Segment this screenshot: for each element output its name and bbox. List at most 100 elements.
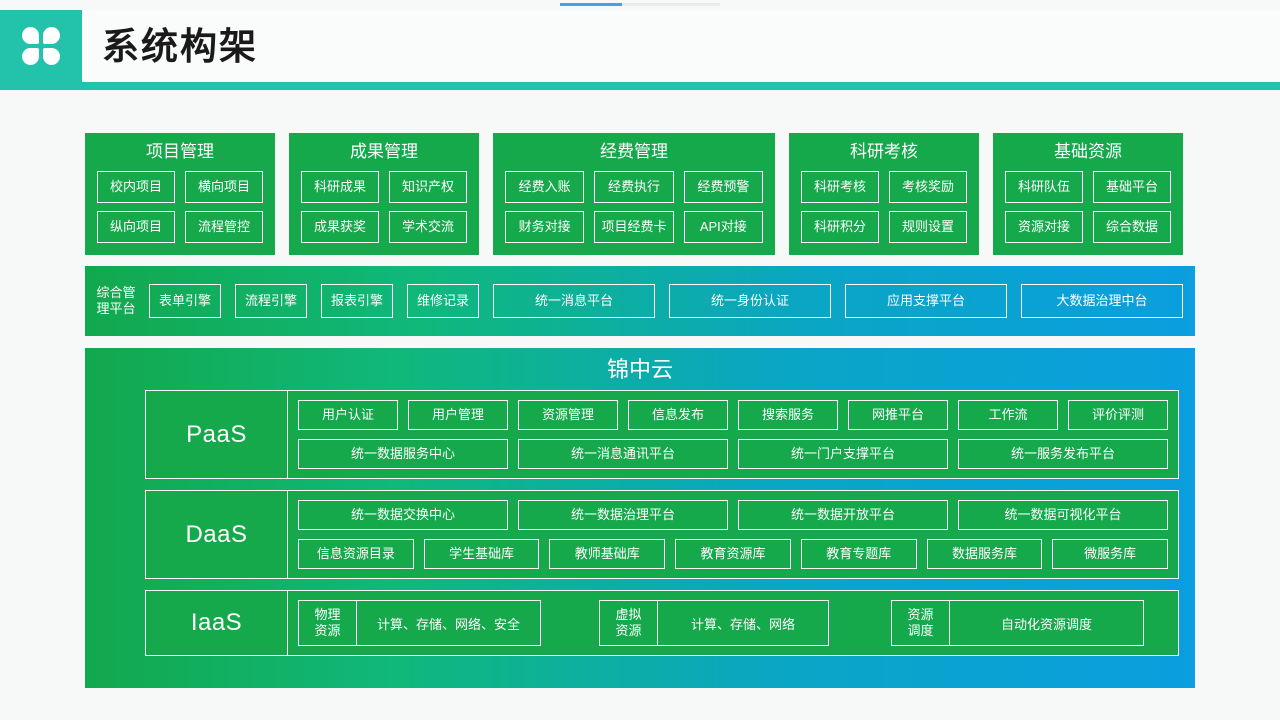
tier-paas-label: PaaS xyxy=(146,391,288,478)
domain-card: 科研考核科研考核考核奖励科研积分规则设置 xyxy=(789,133,979,255)
tier-daas-row-2: 信息资源目录学生基础库教师基础库教育资源库教育专题库数据服务库微服务库 xyxy=(298,539,1169,569)
domain-module-chip[interactable]: 经费入账 xyxy=(505,171,585,203)
daas-repository-chip[interactable]: 教育专题库 xyxy=(800,539,917,569)
domain-module-chip[interactable]: 横向项目 xyxy=(185,171,263,203)
domain-module-chip[interactable]: 成果获奖 xyxy=(301,211,379,243)
paas-service-chip[interactable]: 用户认证 xyxy=(298,400,398,430)
paas-service-chip[interactable]: 用户管理 xyxy=(408,400,508,430)
domain-card-title: 科研考核 xyxy=(850,142,918,161)
daas-repository-chip[interactable]: 数据服务库 xyxy=(926,539,1043,569)
cloud-platform-title: 锦中云 xyxy=(606,357,673,382)
domain-module-chip[interactable]: 纵向项目 xyxy=(97,211,175,243)
logo-badge xyxy=(0,10,82,82)
domain-module-chip[interactable]: 科研积分 xyxy=(801,211,879,243)
domain-card-row-group: 资源对接综合数据 xyxy=(1005,211,1171,243)
tier-daas-label: DaaS xyxy=(146,491,288,578)
daas-repository-chip[interactable]: 教师基础库 xyxy=(549,539,666,569)
integrated-management-chips: 表单引擎流程引擎报表引擎维修记录统一消息平台统一身份认证应用支撑平台大数据治理中… xyxy=(149,284,1183,318)
iaas-resource-group[interactable]: 资源 调度自动化资源调度 xyxy=(891,600,1144,646)
domain-card-title: 基础资源 xyxy=(1054,142,1122,161)
paas-platform-chip[interactable]: 统一服务发布平台 xyxy=(958,439,1168,469)
iaas-resource-group[interactable]: 物理 资源计算、存储、网络、安全 xyxy=(298,600,541,646)
management-platform-chip[interactable]: 表单引擎 xyxy=(149,284,221,318)
page-title: 系统构架 xyxy=(102,25,258,67)
domain-module-chip[interactable]: API对接 xyxy=(683,211,763,243)
integrated-management-label: 综合管理平台 xyxy=(96,284,136,316)
tier-daas: DaaS 统一数据交换中心统一数据治理平台统一数据开放平台统一数据可视化平台 信… xyxy=(145,490,1179,579)
paas-platform-chip[interactable]: 统一消息通讯平台 xyxy=(518,439,728,469)
domain-module-chip[interactable]: 科研成果 xyxy=(301,171,379,203)
paas-service-chip[interactable]: 评价评测 xyxy=(1068,400,1168,430)
domain-card-row-group: 科研考核考核奖励 xyxy=(801,171,967,203)
tier-daas-row-1: 统一数据交换中心统一数据治理平台统一数据开放平台统一数据可视化平台 xyxy=(298,500,1168,530)
management-platform-chip[interactable]: 报表引擎 xyxy=(321,284,393,318)
top-progress-fill xyxy=(560,3,622,6)
paas-service-chip[interactable]: 信息发布 xyxy=(628,400,728,430)
daas-platform-chip[interactable]: 统一数据可视化平台 xyxy=(958,500,1168,530)
domain-module-chip[interactable]: 基础平台 xyxy=(1093,171,1171,203)
domain-module-chip[interactable]: 经费预警 xyxy=(683,171,763,203)
management-platform-chip[interactable]: 统一身份认证 xyxy=(669,284,831,318)
page-header: 系统构架 xyxy=(0,10,1280,82)
daas-platform-chip[interactable]: 统一数据开放平台 xyxy=(738,500,948,530)
tier-iaas-label: IaaS xyxy=(146,591,288,655)
management-platform-chip[interactable]: 大数据治理中台 xyxy=(1021,284,1183,318)
domain-module-chip[interactable]: 经费执行 xyxy=(594,171,674,203)
paas-service-chip[interactable]: 搜索服务 xyxy=(738,400,838,430)
domain-card-grid: 科研成果知识产权成果获奖学术交流 xyxy=(301,171,467,243)
daas-platform-chip[interactable]: 统一数据交换中心 xyxy=(298,500,508,530)
daas-platform-chip[interactable]: 统一数据治理平台 xyxy=(518,500,728,530)
daas-repository-chip[interactable]: 信息资源目录 xyxy=(298,539,414,569)
management-platform-chip[interactable]: 统一消息平台 xyxy=(493,284,655,318)
domain-module-chip[interactable]: 流程管控 xyxy=(185,211,263,243)
daas-repository-chip[interactable]: 微服务库 xyxy=(1052,539,1169,569)
clover-icon xyxy=(22,27,60,65)
domain-module-chip[interactable]: 学术交流 xyxy=(389,211,467,243)
domain-module-chip[interactable]: 项目经费卡 xyxy=(594,211,674,243)
tier-iaas-body: 物理 资源计算、存储、网络、安全 虚拟 资源计算、存储、网络 资源 调度自动化资源调… xyxy=(288,591,1178,655)
management-platform-chip[interactable]: 流程引擎 xyxy=(235,284,307,318)
iaas-resource-key: 虚拟 资源 xyxy=(600,601,658,645)
paas-service-chip[interactable]: 资源管理 xyxy=(518,400,618,430)
tier-paas-row-1: 用户认证用户管理资源管理信息发布搜索服务网推平台工作流评价评测 xyxy=(298,400,1168,430)
domain-module-chip[interactable]: 科研考核 xyxy=(801,171,879,203)
domain-module-chip[interactable]: 综合数据 xyxy=(1093,211,1171,243)
domain-module-chip[interactable]: 规则设置 xyxy=(889,211,967,243)
domain-card-grid: 科研考核考核奖励科研积分规则设置 xyxy=(801,171,967,243)
daas-repository-chip[interactable]: 教育资源库 xyxy=(675,539,791,569)
domain-card-row-group: 经费入账经费执行经费预警 xyxy=(505,171,763,203)
domain-card-row-group: 成果获奖学术交流 xyxy=(301,211,467,243)
domain-module-chip[interactable]: 财务对接 xyxy=(505,211,585,243)
cloud-tier-list: PaaS 用户认证用户管理资源管理信息发布搜索服务网推平台工作流评价评测 统一数… xyxy=(85,390,1195,670)
domain-module-chip[interactable]: 科研队伍 xyxy=(1005,171,1083,203)
management-platform-chip[interactable]: 应用支撑平台 xyxy=(845,284,1007,318)
header-accent-rule xyxy=(0,82,1280,90)
management-platform-chip[interactable]: 维修记录 xyxy=(407,284,479,318)
domain-module-chip[interactable]: 知识产权 xyxy=(389,171,467,203)
daas-repository-chip[interactable]: 学生基础库 xyxy=(423,539,540,569)
domain-module-chip[interactable]: 考核奖励 xyxy=(889,171,967,203)
domain-card-grid: 科研队伍基础平台资源对接综合数据 xyxy=(1005,171,1171,243)
domain-module-chip[interactable]: 资源对接 xyxy=(1005,211,1083,243)
iaas-resource-group[interactable]: 虚拟 资源计算、存储、网络 xyxy=(599,600,829,646)
paas-service-chip[interactable]: 工作流 xyxy=(958,400,1058,430)
domain-card-title: 成果管理 xyxy=(350,142,418,161)
paas-platform-chip[interactable]: 统一数据服务中心 xyxy=(298,439,508,469)
tier-iaas-groups: 物理 资源计算、存储、网络、安全 虚拟 资源计算、存储、网络 资源 调度自动化资源调… xyxy=(298,600,1168,646)
iaas-resource-key: 资源 调度 xyxy=(892,601,950,645)
iaas-gap xyxy=(551,600,589,646)
domain-card-title: 项目管理 xyxy=(146,142,214,161)
domain-module-chip[interactable]: 校内项目 xyxy=(97,171,175,203)
domain-card-row-group: 财务对接项目经费卡 API对接 xyxy=(505,211,763,243)
iaas-trailing-space xyxy=(1154,600,1168,646)
iaas-resource-key: 物理 资源 xyxy=(299,601,357,645)
domain-card: 基础资源科研队伍基础平台资源对接综合数据 xyxy=(993,133,1183,255)
paas-platform-chip[interactable]: 统一门户支撑平台 xyxy=(738,439,948,469)
domain-card-row: 项目管理校内项目横向项目纵向项目流程管控成果管理科研成果知识产权成果获奖学术交流… xyxy=(85,133,1195,255)
paas-service-chip[interactable]: 网推平台 xyxy=(848,400,948,430)
domain-card-row-group: 科研成果知识产权 xyxy=(301,171,467,203)
domain-card-grid: 校内项目横向项目纵向项目流程管控 xyxy=(97,171,263,243)
